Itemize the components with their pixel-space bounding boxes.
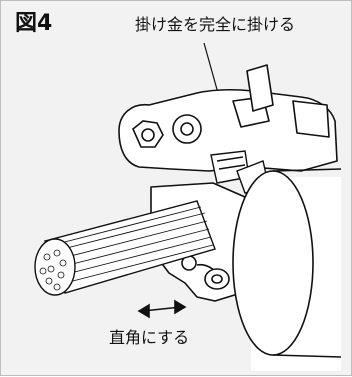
angle-callout-text: 直角にする — [109, 328, 190, 347]
cable — [44, 200, 216, 294]
double-arrow-icon — [137, 299, 187, 319]
figure-number: 図4 — [15, 11, 53, 36]
handle-cylinder — [232, 168, 342, 371]
cable-end-face — [34, 238, 76, 296]
lower-bolt — [204, 268, 230, 290]
tool-upper-housing — [118, 64, 338, 172]
hex-nut — [132, 120, 164, 148]
pivot-bolt — [172, 114, 202, 144]
latch-callout-text: 掛け金を完全に掛ける — [135, 15, 296, 34]
